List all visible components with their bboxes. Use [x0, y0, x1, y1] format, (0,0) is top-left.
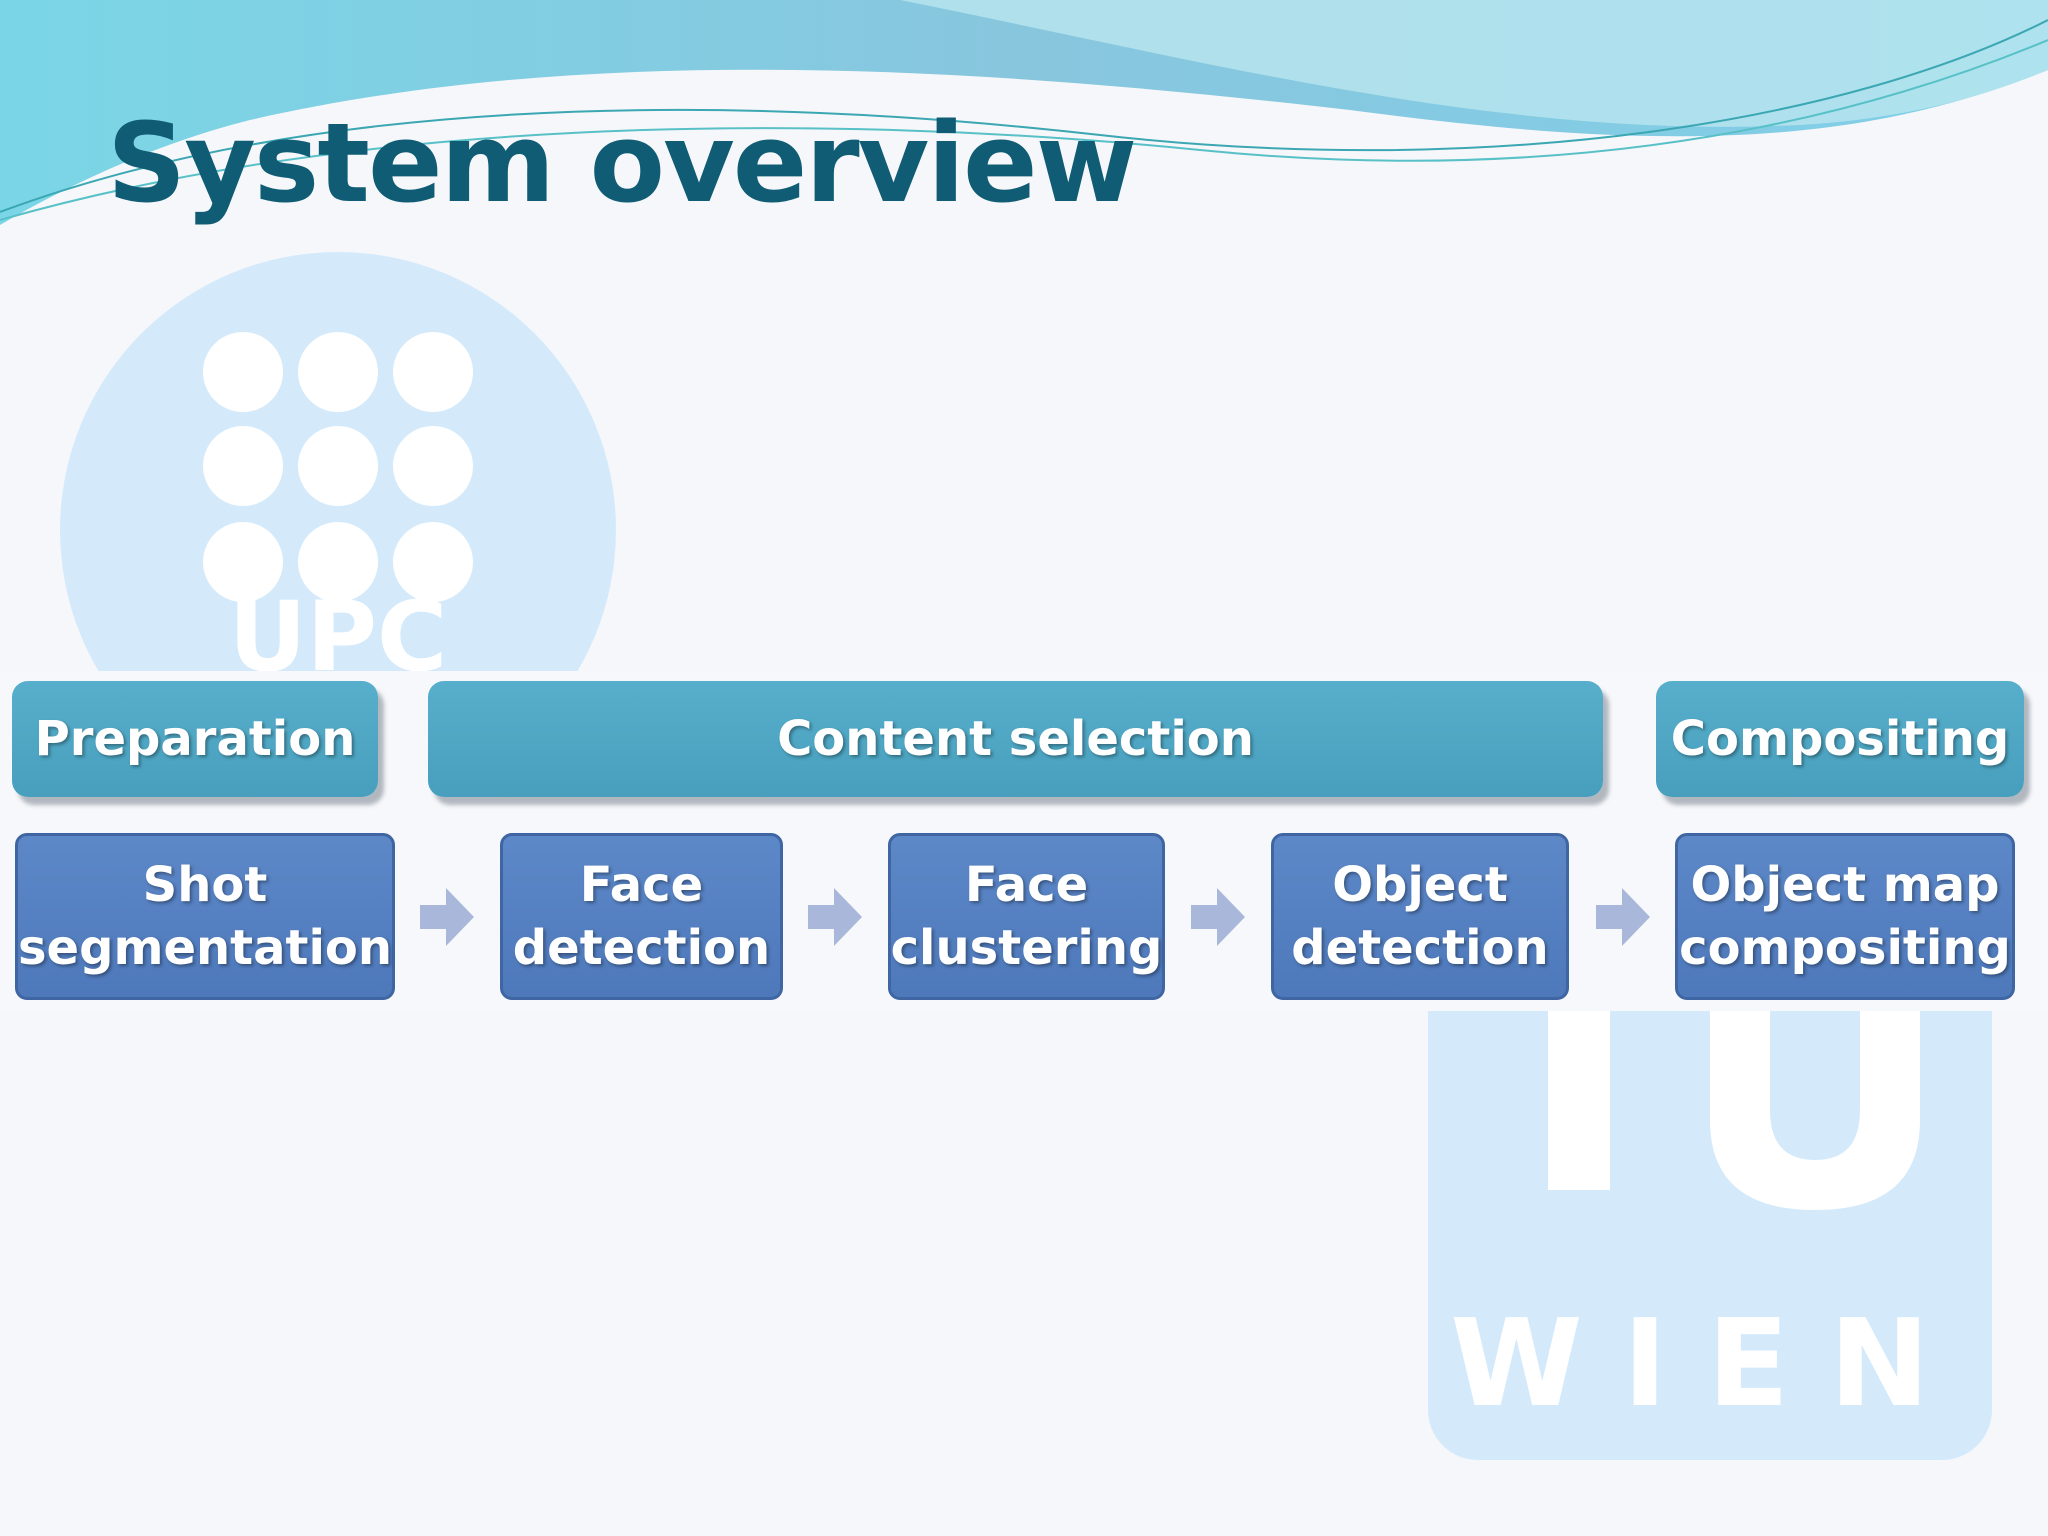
arrow-right-icon	[1596, 888, 1650, 946]
svg-text:UPC: UPC	[229, 581, 448, 680]
phase-label: Preparation	[34, 711, 356, 767]
tu-wien-logo-watermark: WIEN	[1428, 960, 1992, 1460]
phase-preparation: Preparation	[12, 681, 378, 797]
upc-logo-watermark: UPC	[60, 252, 616, 680]
step-label: Face detection	[512, 856, 771, 976]
phase-label: Compositing	[1670, 711, 2010, 767]
step-face-clustering: Face clustering	[888, 833, 1165, 1000]
arrow-right-icon	[1191, 888, 1245, 946]
phase-content-selection: Content selection	[428, 681, 1603, 797]
phase-compositing: Compositing	[1656, 681, 2024, 797]
slide-title: System overview	[107, 99, 1137, 227]
step-object-map-compositing: Object map compositing	[1675, 833, 2015, 1000]
phase-label: Content selection	[777, 711, 1254, 767]
step-label: Object map compositing	[1679, 856, 2011, 976]
step-label: Face clustering	[890, 856, 1163, 976]
header-wave-decoration	[0, 0, 2048, 225]
step-face-detection: Face detection	[500, 833, 783, 1000]
step-object-detection: Object detection	[1271, 833, 1569, 1000]
step-label: Shot segmentation	[17, 856, 393, 976]
arrow-right-icon	[808, 888, 862, 946]
step-label: Object detection	[1291, 856, 1549, 976]
svg-text:WIEN: WIEN	[1450, 1295, 1969, 1434]
step-shot-segmentation: Shot segmentation	[15, 833, 395, 1000]
arrow-right-icon	[420, 888, 474, 946]
